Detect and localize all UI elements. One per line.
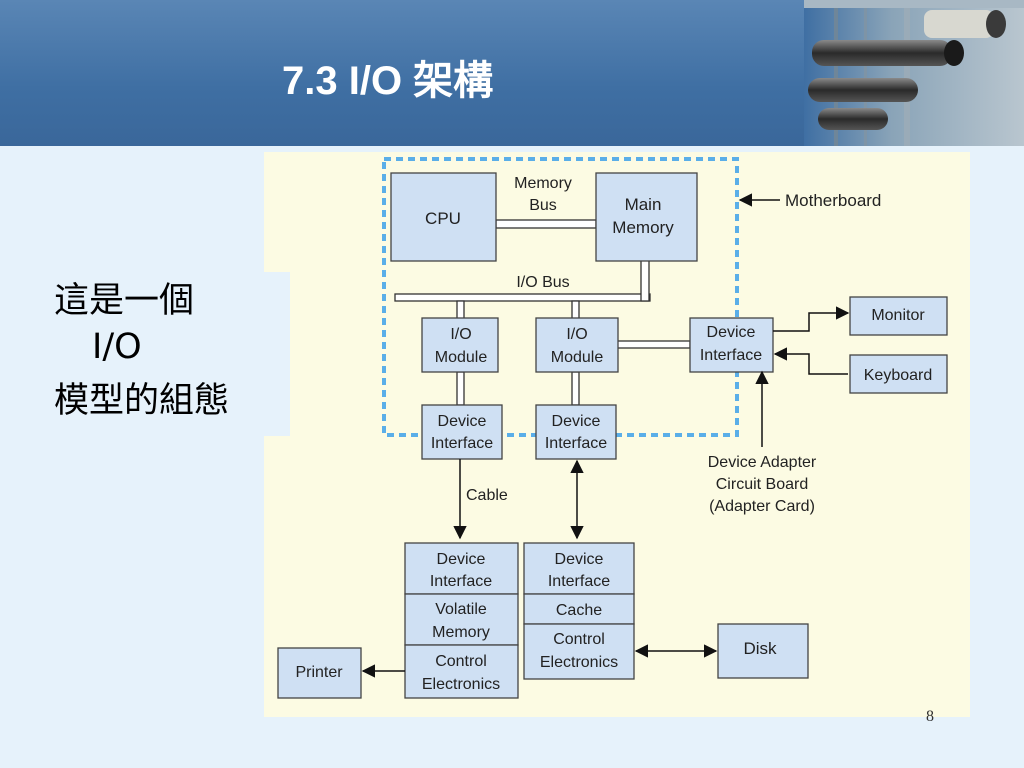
svg-text:Monitor: Monitor bbox=[871, 307, 925, 324]
disk-device-stack: Device Interface Cache Control Electroni… bbox=[523, 542, 635, 680]
svg-text:Interface: Interface bbox=[548, 573, 610, 590]
keyboard-box: Keyboard bbox=[849, 354, 948, 394]
svg-text:Keyboard: Keyboard bbox=[864, 367, 933, 384]
slide-title: 7.3 I/O 架構 bbox=[282, 59, 494, 103]
main-memory-label-1: Main bbox=[625, 195, 662, 214]
svg-text:Interface: Interface bbox=[430, 573, 492, 590]
main-memory-label-2: Memory bbox=[612, 218, 674, 237]
page-number: 8 bbox=[926, 708, 934, 725]
svg-text:Device: Device bbox=[707, 324, 756, 341]
svg-text:Device: Device bbox=[438, 413, 487, 430]
svg-text:Device: Device bbox=[552, 413, 601, 430]
motherboard-label: Motherboard bbox=[785, 191, 881, 210]
memory-bus-label-2: Bus bbox=[529, 197, 557, 214]
cpu-label: CPU bbox=[425, 209, 461, 228]
caption-box: 這是一個 I/O 模型的組態 bbox=[30, 272, 290, 436]
svg-text:Cache: Cache bbox=[556, 602, 602, 619]
monitor-box: Monitor bbox=[849, 296, 948, 336]
disk-box: Disk bbox=[717, 623, 809, 679]
caption-line-2: I/O bbox=[92, 327, 142, 367]
svg-text:Memory: Memory bbox=[432, 624, 490, 641]
svg-text:Control: Control bbox=[435, 653, 487, 670]
caption-line-1: 這是一個 bbox=[54, 281, 195, 321]
svg-text:Device: Device bbox=[437, 551, 486, 568]
svg-text:Module: Module bbox=[551, 349, 604, 366]
adapter-label-1: Device Adapter bbox=[708, 454, 817, 471]
svg-text:Electronics: Electronics bbox=[422, 676, 500, 693]
adapter-label-2: Circuit Board bbox=[716, 476, 808, 493]
svg-text:Control: Control bbox=[553, 631, 605, 648]
cable-label: Cable bbox=[466, 487, 508, 504]
io-bus-label: I/O Bus bbox=[516, 274, 569, 291]
main-memory-box: Main Memory bbox=[595, 172, 698, 262]
adapter-label-3: (Adapter Card) bbox=[709, 498, 815, 515]
svg-text:Printer: Printer bbox=[295, 664, 343, 681]
printer-box: Printer bbox=[277, 647, 362, 699]
svg-text:I/O: I/O bbox=[450, 326, 471, 343]
header-photo bbox=[804, 0, 1024, 146]
svg-text:Electronics: Electronics bbox=[540, 654, 618, 671]
svg-text:Device: Device bbox=[555, 551, 604, 568]
svg-text:Interface: Interface bbox=[545, 435, 607, 452]
arrow-from-keyboard bbox=[773, 347, 848, 375]
caption-line-3: 模型的組態 bbox=[54, 381, 230, 421]
device-interface-motherboard: Device Interface bbox=[689, 317, 774, 373]
cpu-box: CPU bbox=[390, 172, 497, 262]
arrow-to-monitor bbox=[773, 306, 850, 332]
svg-text:Volatile: Volatile bbox=[435, 601, 487, 618]
device-interface-1: Device Interface bbox=[421, 404, 503, 460]
svg-text:I/O: I/O bbox=[566, 326, 587, 343]
svg-text:Interface: Interface bbox=[700, 347, 762, 364]
io-architecture-diagram: CPU Memory Bus Main Memory Motherboard I… bbox=[277, 157, 948, 699]
io-module-1: I/O Module bbox=[421, 317, 499, 373]
slide-header: 7.3 I/O 架構 bbox=[0, 0, 1024, 146]
svg-text:Module: Module bbox=[435, 349, 488, 366]
svg-text:Disk: Disk bbox=[743, 639, 777, 658]
printer-device-stack: Device Interface Volatile Memory Control… bbox=[404, 542, 519, 699]
svg-text:Interface: Interface bbox=[431, 435, 493, 452]
memory-bus-label-1: Memory bbox=[514, 175, 572, 192]
io-module-2: I/O Module bbox=[535, 317, 619, 373]
device-interface-2: Device Interface bbox=[535, 404, 617, 460]
